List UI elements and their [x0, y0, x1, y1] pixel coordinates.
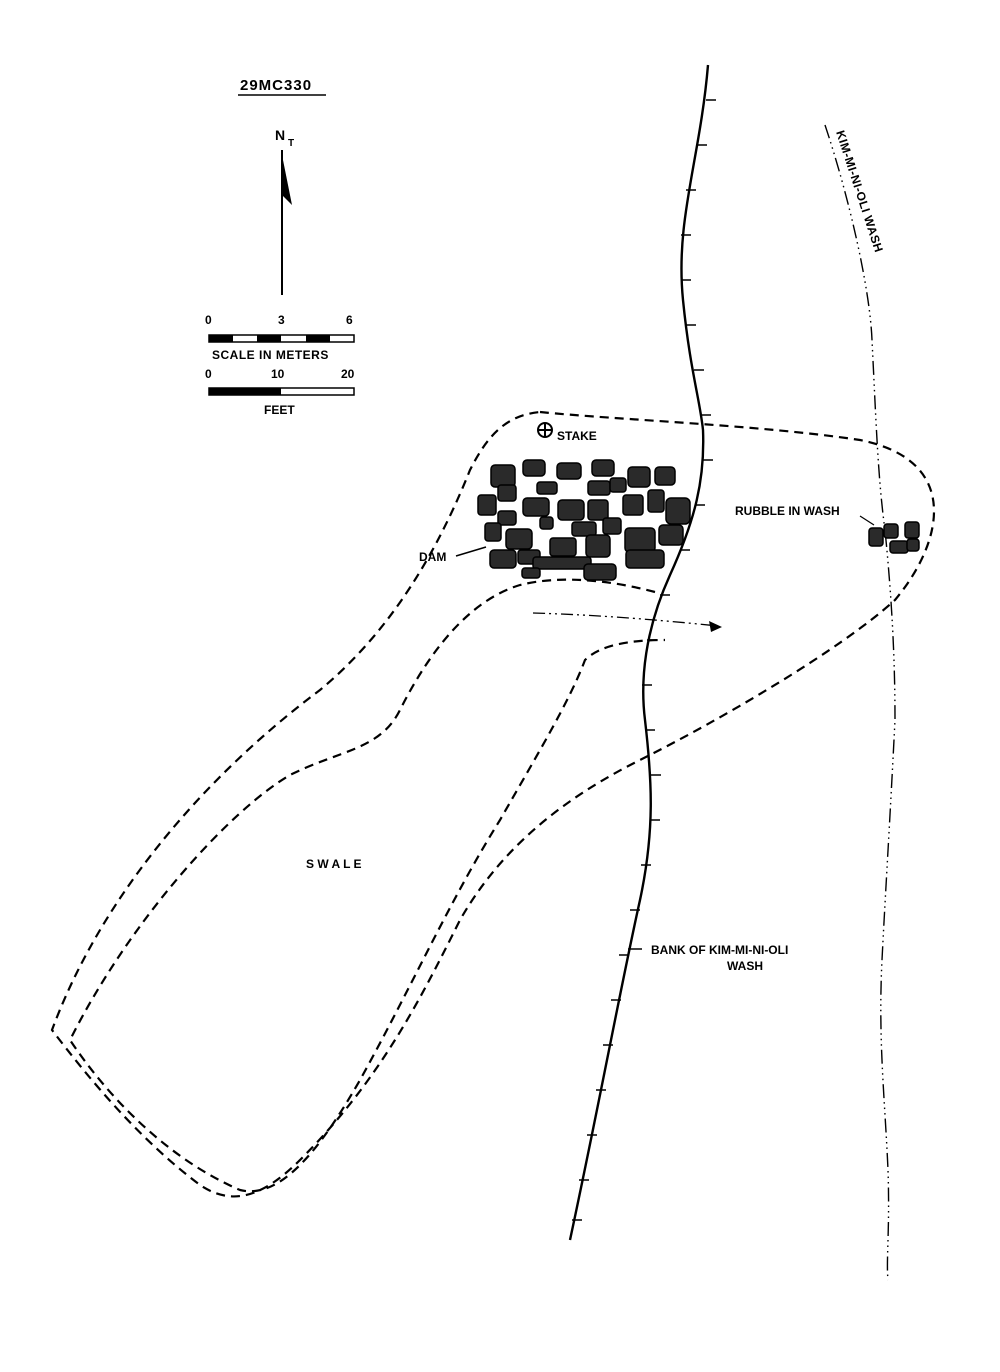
rubble-leader [859, 515, 875, 526]
stake-label: STAKE [557, 429, 597, 443]
north-label: N [275, 127, 285, 143]
feet-scale-bar [208, 387, 355, 396]
swale-outer-boundary [50, 410, 936, 1198]
dam-stones [477, 459, 691, 581]
bank-label-line2: WASH [727, 959, 763, 973]
dam-leader [455, 546, 487, 557]
meter-scale-bar [208, 334, 355, 343]
flow-arrow-icon [532, 612, 722, 632]
north-subscript: T [288, 138, 294, 149]
wash-bank-ticks [572, 99, 716, 1221]
wash-centerline [824, 124, 896, 1281]
north-arrow-icon [281, 150, 292, 295]
stake-icon [537, 422, 553, 438]
meter-scale-caption: SCALE IN METERS [212, 348, 329, 362]
dam-label: DAM [419, 550, 446, 564]
meter-tick-6: 6 [346, 313, 353, 327]
feet-tick-0: 0 [205, 367, 212, 381]
meter-tick-0: 0 [205, 313, 212, 327]
swale-inner-boundary [68, 578, 666, 1193]
wash-name-label: KIM-MI-NI-OLI WASH [833, 129, 886, 255]
feet-scale-caption: FEET [264, 403, 295, 417]
wash-bank-line [568, 64, 710, 1241]
bank-label-line1: BANK OF KIM-MI-NI-OLI [651, 943, 788, 957]
rubble-stones [868, 521, 920, 554]
swale-label: S W A L E [306, 857, 362, 871]
feet-tick-10: 10 [271, 367, 285, 381]
rubble-label: RUBBLE IN WASH [735, 504, 840, 518]
meter-tick-3: 3 [278, 313, 285, 327]
feet-tick-20: 20 [341, 367, 355, 381]
site-id-title: 29MC330 [240, 77, 312, 94]
